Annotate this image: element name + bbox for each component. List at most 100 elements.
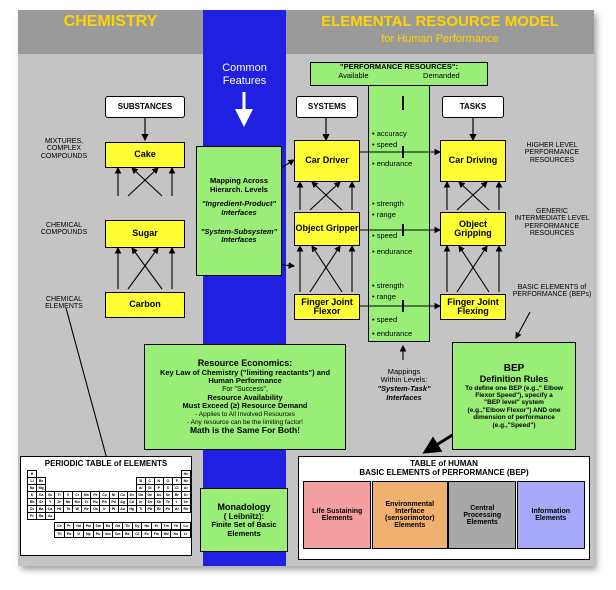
bep-cell-information: Information Elements <box>516 481 585 549</box>
element-cell: Mg <box>36 484 47 492</box>
header-bar <box>18 10 594 54</box>
element-cell: Ge <box>144 491 155 499</box>
resource-item: • endurance <box>372 159 413 168</box>
resource-economics-title: Resource Economics: <box>197 358 293 369</box>
common-features-line2: Features <box>222 74 267 87</box>
element-cell: Am <box>102 530 114 538</box>
resource-item: • strength <box>372 199 404 208</box>
bep-rules-body2: "BEP level" system <box>484 399 544 407</box>
bep-rules-title2: Definition Rules <box>479 374 549 385</box>
resource-economics-l1: Key Law of Chemistry ("limiting reactant… <box>159 367 331 386</box>
substance-sugar: Sugar <box>105 220 185 248</box>
model-title: ELEMENTAL RESOURCE MODEL <box>321 13 559 30</box>
element-cell: Np <box>82 530 94 538</box>
element-cell <box>46 471 55 478</box>
element-cell: La <box>45 505 56 513</box>
element-cell: Ar <box>180 484 192 492</box>
element-cell: Te <box>162 498 173 506</box>
element-cell: Al <box>135 484 146 492</box>
label-generic-intermediate: GENERIC INTERMEDIATE LEVEL PERFORMANCE R… <box>514 208 590 238</box>
mappings-within-label: Mappings Within Levels: "System-Task" In… <box>356 360 452 410</box>
chemistry-header: CHEMISTRY <box>63 13 158 30</box>
element-cell: Sr <box>36 498 47 506</box>
task-finger-joint-flexing: Finger Joint Flexing <box>440 294 506 320</box>
element-cell: Ho <box>141 522 153 530</box>
element-cell: Ca <box>36 491 47 499</box>
resource-item: • speed <box>372 231 398 240</box>
element-cell: Br <box>171 491 182 499</box>
resource-economics-l4: Must Exceed (≥) Resource Demand <box>182 401 308 411</box>
element-cell: Tb <box>122 522 133 530</box>
element-cell <box>82 471 91 478</box>
element-cell: Ac <box>45 512 56 520</box>
bep-cell-life-sustaining: Life Sustaining Elements <box>303 481 372 549</box>
element-cell <box>100 478 109 485</box>
element-cell <box>118 485 127 492</box>
element-cell: Ir <box>99 505 110 513</box>
element-cell <box>127 471 136 478</box>
element-cell: At <box>171 505 182 513</box>
element-cell <box>118 471 127 478</box>
element-cell: Kr <box>180 491 192 499</box>
performance-resources-column <box>368 86 430 342</box>
system-finger-joint-flexor: Finger Joint Flexor <box>294 294 360 320</box>
bep-cell-environmental-interface: Environmental Interface (sensorimotor) E… <box>371 481 448 549</box>
element-cell <box>73 478 82 485</box>
element-cell: Fr <box>26 512 38 520</box>
mappings-within-l2: Within Levels: <box>380 375 428 385</box>
element-cell: Os <box>90 505 101 513</box>
mappings-within-l4: Interfaces <box>386 392 422 402</box>
monadology-l1: Monadology <box>217 501 271 512</box>
element-cell <box>118 513 127 520</box>
resource-economics-box: Resource Economics: Key Law of Chemistry… <box>144 344 346 450</box>
element-cell: Hg <box>126 505 137 513</box>
blue-band <box>203 10 286 566</box>
mappings-within-l3: "System-Task" <box>377 384 431 393</box>
element-cell: Zn <box>126 491 137 499</box>
element-cell <box>55 471 64 478</box>
element-cell: Yb <box>170 522 182 530</box>
element-cell: C <box>144 477 155 485</box>
element-cell: As <box>153 491 164 499</box>
mapping-system-subsystem: "System-Subsystem" Interfaces <box>200 226 278 245</box>
element-cell <box>136 513 145 520</box>
task-car-driving: Car Driving <box>440 140 506 182</box>
element-cell: Bk <box>121 530 133 538</box>
element-cell <box>127 478 136 485</box>
periodic-table-title: PERIODIC TABLE of ELEMENTS <box>44 459 168 468</box>
element-cell: Md <box>160 530 172 538</box>
bep-rules-body1: To define one BEP (e.g.," Elbow Flexor S… <box>465 384 563 399</box>
system-car-driver: Car Driver <box>294 140 360 182</box>
resource-economics-l2: For "Success", <box>222 385 268 393</box>
mapping-title: Mapping Across Hierarch. Levels <box>209 176 269 194</box>
element-cell: Pm <box>83 522 94 530</box>
bep-table-title2: BASIC ELEMENTS of PERFORMANCE (BEP) <box>359 468 529 477</box>
element-cell: Ni <box>108 491 119 499</box>
element-cell: Ce <box>54 522 65 530</box>
element-cell: Pt <box>108 505 119 513</box>
performance-resources-title: "PERFORMANCE RESOURCES": <box>340 62 458 71</box>
element-cell: Y <box>45 498 56 506</box>
bep-rules-title1: BEP <box>503 362 525 374</box>
element-cell <box>91 478 100 485</box>
element-cell: Ag <box>117 498 128 506</box>
element-cell: Cm <box>112 530 123 538</box>
element-cell: S <box>162 484 173 492</box>
element-cell <box>100 471 109 478</box>
element-cell: Lr <box>180 530 191 538</box>
element-cell: Sm <box>92 522 104 530</box>
element-cell <box>55 478 64 485</box>
element-cell: Na <box>26 484 38 492</box>
element-cell: Fm <box>150 530 162 538</box>
element-cell <box>154 471 163 478</box>
monadology-box: Monadology ( Leibnitz): Finite Set of Ba… <box>200 488 288 552</box>
mapping-across-box: Mapping Across Hierarch. Levels "Ingredi… <box>196 146 282 276</box>
element-cell: N <box>153 477 164 485</box>
monadology-l3: Finite Set of Basic Elements <box>211 520 277 538</box>
model-subtitle: for Human Performance <box>381 33 499 45</box>
element-cell <box>37 471 46 478</box>
element-cell <box>136 471 145 478</box>
label-basic-elements: BASIC ELEMENTS of PERFORMANCE (BEPs) <box>512 284 592 299</box>
element-cell: U <box>73 530 84 538</box>
